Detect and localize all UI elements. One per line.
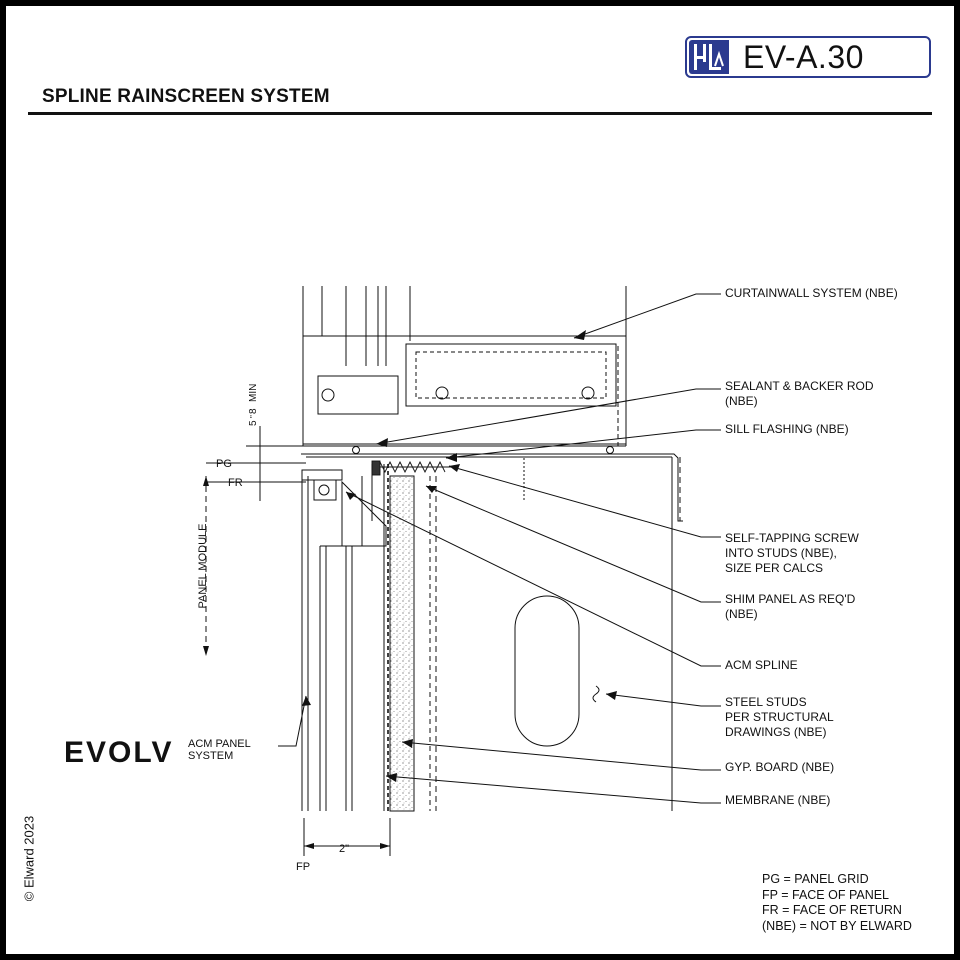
legend-item: PG = PANEL GRID: [762, 872, 869, 886]
callout-shim-line1: SHIM PANEL AS REQ'D: [725, 592, 856, 606]
callout-acm-spline: ACM SPLINE: [725, 658, 798, 672]
min-fraction-den: 8: [248, 408, 259, 414]
callout-sealant-line2: (NBE): [725, 394, 758, 408]
sheet-number-badge: EV-A.30: [685, 36, 931, 78]
depth-dimension: 2": [339, 843, 349, 855]
legend-item: FR = FACE OF RETURN: [762, 903, 902, 917]
callout-studs-line2: PER STRUCTURAL: [725, 710, 834, 724]
min-fraction-num: 5: [248, 420, 259, 426]
drawing-sheet: EV-A.30 SPLINE RAINSCREEN SYSTEM: [6, 6, 954, 954]
section-detail-drawing: PG FR FP 2" PANEL MODULE 5 " 8 MIN: [197, 286, 721, 873]
abbreviation-legend: PG = PANEL GRID FP = FACE OF PANEL FR = …: [762, 872, 912, 934]
panel-module-label: PANEL MODULE: [197, 524, 209, 609]
callout-curtainwall: CURTAINWALL SYSTEM (NBE): [725, 286, 898, 300]
min-label: MIN: [248, 384, 259, 402]
acm-panel-system-label: ACM PANEL SYSTEM: [188, 738, 251, 762]
callout-sealant-line1: SEALANT & BACKER ROD: [725, 379, 874, 393]
acm-label-line1: ACM PANEL: [188, 738, 251, 750]
callout-studs-line1: STEEL STUDS: [725, 695, 807, 709]
legend-item: FP = FACE OF PANEL: [762, 887, 890, 902]
sheet-number: EV-A.30: [743, 39, 864, 75]
acm-label-line2: SYSTEM: [188, 750, 234, 762]
callout-studs-line3: DRAWINGS (NBE): [725, 725, 827, 739]
drawing-title: SPLINE RAINSCREEN SYSTEM: [42, 86, 330, 107]
copyright-notice: © Elward 2023: [21, 815, 37, 902]
callout-sill-flashing: SILL FLASHING (NBE): [725, 422, 849, 436]
pg-mark: PG: [216, 458, 232, 470]
fp-mark: FP: [296, 861, 310, 873]
callout-gyp-board: GYP. BOARD (NBE): [725, 760, 835, 774]
evolv-logo: EVOLV: [64, 736, 174, 769]
callout-screw-line3: SIZE PER CALCS: [725, 561, 824, 575]
callout-membrane: MEMBRANE (NBE): [725, 793, 831, 807]
title-underline: [28, 112, 932, 115]
company-logo-icon: [689, 40, 729, 74]
legend-item: (NBE) = NOT BY ELWARD: [762, 918, 912, 933]
callout-screw-line1: SELF-TAPPING SCREW: [725, 531, 859, 545]
callout-screw-line2: INTO STUDS (NBE),: [725, 546, 837, 560]
min-fraction-unit: ": [249, 415, 258, 418]
callout-shim-line2: (NBE): [725, 607, 758, 621]
fr-mark: FR: [228, 477, 243, 489]
